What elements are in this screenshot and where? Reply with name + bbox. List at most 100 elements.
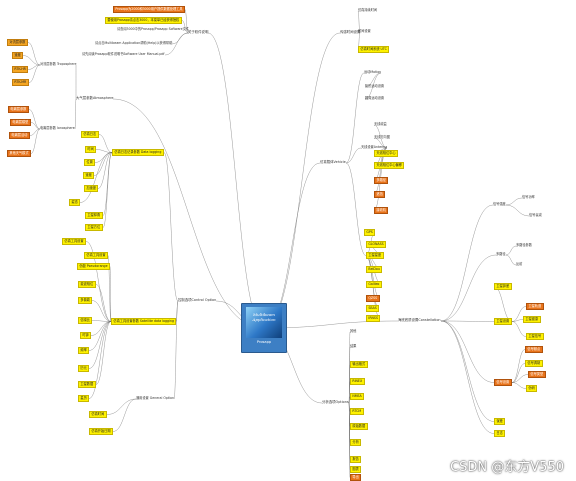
leaf-node[interactable]: 矩形运动设置 xyxy=(365,84,385,88)
leaf-node[interactable]: 信号功率 xyxy=(522,195,535,199)
leaf-node[interactable]: 卫星方位 xyxy=(85,224,103,231)
leaf-node[interactable]: 原始数据 xyxy=(350,423,368,430)
leaf-node[interactable]: 电离层参数 Ionosphere xyxy=(40,126,75,130)
leaf-node[interactable]: 其他天气模式 xyxy=(7,150,31,157)
leaf-node[interactable]: 天线方向图 xyxy=(374,135,390,139)
leaf-node[interactable]: 伪码 xyxy=(526,385,538,392)
leaf-node[interactable]: 仿真工具设置 xyxy=(84,252,108,259)
leaf-node[interactable]: 电离层模型 xyxy=(10,119,31,126)
leaf-node[interactable]: 要使用Prosapp请点击3000，本菜单已经获得授权 xyxy=(105,17,182,24)
leaf-node[interactable]: 信号调制 xyxy=(525,360,543,367)
leaf-node[interactable]: 天线增益 xyxy=(374,122,387,126)
leaf-node[interactable]: 卫星星座 xyxy=(366,252,384,259)
leaf-node[interactable]: 对流层参数 xyxy=(7,39,28,46)
leaf-node[interactable]: 时间设置 xyxy=(358,29,371,33)
leaf-node[interactable]: 星历 xyxy=(78,395,90,402)
leaf-node[interactable]: NMEA xyxy=(350,393,365,400)
leaf-node[interactable]: 其他 xyxy=(350,329,357,333)
leaf-node[interactable]: 对流层参数 Troposphere xyxy=(40,62,77,66)
leaf-node[interactable]: 仿真工具设置 xyxy=(62,238,86,245)
leaf-node[interactable]: 结果 xyxy=(350,344,357,348)
leaf-node[interactable]: 导出 xyxy=(350,474,362,481)
leaf-node[interactable]: RTK-HR xyxy=(12,66,29,73)
leaf-node[interactable]: 请点击Multibeam Application帮助(Help)以获得帮助 xyxy=(95,41,173,45)
leaf-node[interactable]: 反射 xyxy=(516,262,523,266)
leaf-node[interactable]: QZSS xyxy=(366,295,380,302)
leaf-node[interactable]: 遮挡 xyxy=(374,191,386,198)
leaf-node[interactable]: 仿真时间 xyxy=(89,411,107,418)
leaf-node[interactable]: 图表 xyxy=(350,466,362,473)
leaf-node[interactable]: 时间 xyxy=(85,146,97,153)
leaf-node[interactable]: 运动Motion xyxy=(364,70,382,74)
root-node[interactable]: Multibeam Application Prosapp xyxy=(241,303,287,353)
leaf-node[interactable]: IRNSS xyxy=(366,315,381,322)
leaf-node[interactable]: 仿真时间系统 UTC xyxy=(358,46,390,53)
leaf-node[interactable]: 卫星钟差 xyxy=(494,283,512,290)
leaf-node[interactable]: 载波相位 xyxy=(78,281,96,288)
leaf-node[interactable]: 信号类型 xyxy=(528,371,546,378)
leaf-node[interactable]: 信号衰减 xyxy=(529,213,542,217)
leaf-node[interactable]: 速度 xyxy=(83,172,95,179)
leaf-node[interactable]: 频率 xyxy=(78,347,90,354)
leaf-node[interactable]: GPS xyxy=(364,229,376,236)
leaf-node[interactable]: 多路径 xyxy=(496,252,506,256)
leaf-node[interactable]: 多普勒 xyxy=(78,297,93,304)
branch-node[interactable]: 仿真载体Vehicle xyxy=(320,160,346,164)
leaf-node[interactable]: 卫星健康 xyxy=(523,316,541,323)
leaf-node[interactable]: 速度 xyxy=(12,52,24,59)
connector xyxy=(28,109,41,130)
leaf-node[interactable]: 仿真开始日期 xyxy=(89,428,113,435)
branch-node[interactable]: 大气层参数Atmosphere xyxy=(76,96,114,100)
leaf-node[interactable]: 误差 xyxy=(494,418,506,425)
leaf-node[interactable]: 仿真日志 xyxy=(81,131,99,138)
leaf-node[interactable]: 电离层参数 xyxy=(8,106,29,113)
leaf-node[interactable]: 接收机 xyxy=(374,207,389,214)
leaf-node[interactable]: 通用设置 General Option xyxy=(136,396,174,400)
leaf-node[interactable]: 多路径 xyxy=(374,177,389,184)
leaf-node[interactable]: 请查阅3000中的Prosapp/Prosapp Software文件 xyxy=(117,27,189,31)
leaf-node[interactable]: 电离层活动 xyxy=(9,132,30,139)
leaf-node[interactable]: 天线设置Antenna xyxy=(361,145,388,149)
leaf-node[interactable]: 请先阅读Prosapp软件说明书Software User Manual.pdf xyxy=(82,52,165,56)
leaf-node[interactable]: 位置 xyxy=(84,159,96,166)
leaf-node[interactable]: 仿真工具设置参数 Satellite data logging xyxy=(111,318,177,325)
leaf-node[interactable]: 输出格式 xyxy=(350,361,368,368)
leaf-node[interactable]: 卫星信号 xyxy=(526,333,544,340)
leaf-node[interactable]: Prosapp为2000和3000用户提供数据处理工具 xyxy=(113,6,185,13)
leaf-node[interactable]: RINEX xyxy=(350,378,365,385)
leaf-node[interactable]: 卫星数据 xyxy=(78,381,96,388)
leaf-node[interactable]: 天线相位中心 xyxy=(374,150,398,157)
leaf-node[interactable]: 时钟 xyxy=(80,332,92,339)
leaf-node[interactable]: 信号强度 xyxy=(493,202,506,206)
leaf-node[interactable]: 圆周运动设置 xyxy=(365,96,385,100)
leaf-node[interactable]: 分析 xyxy=(350,439,362,446)
branch-node[interactable]: 关于软件说明 xyxy=(188,30,209,34)
leaf-node[interactable]: 历元 xyxy=(78,365,90,372)
leaf-node[interactable]: 报告 xyxy=(350,456,362,463)
leaf-node[interactable]: 信号设置 xyxy=(494,379,512,386)
leaf-node[interactable]: SBAS xyxy=(366,305,380,312)
branch-node[interactable]: 控制选项Control Option xyxy=(178,298,217,302)
leaf-node[interactable]: 伪距 Pseudorange xyxy=(77,263,110,270)
leaf-node[interactable]: BeiDou xyxy=(366,266,383,273)
leaf-node[interactable]: 卫星仰角 xyxy=(85,212,103,219)
leaf-node[interactable]: 信号频点 xyxy=(525,346,543,353)
leaf-node[interactable]: 卫星轨道 xyxy=(526,303,544,310)
branch-node[interactable]: 分析选项Options xyxy=(322,400,349,404)
leaf-node[interactable]: 卫星设置 xyxy=(494,318,512,325)
leaf-node[interactable]: 姿态 xyxy=(69,199,81,206)
leaf-node[interactable]: 仿真日志记录参数 Data logging xyxy=(112,149,164,156)
leaf-node[interactable]: 信噪比 xyxy=(78,317,93,324)
leaf-node[interactable]: RTK-MR xyxy=(12,79,29,86)
leaf-node[interactable]: GLONASS xyxy=(366,241,387,248)
connector xyxy=(95,284,112,322)
leaf-node[interactable]: 天线相位中心偏移 xyxy=(374,162,405,169)
branch-node[interactable]: 海底底质设置Constellation xyxy=(398,318,441,322)
leaf-node[interactable]: 仿真持续时间 xyxy=(358,8,378,12)
leaf-node[interactable]: 加速度 xyxy=(84,185,99,192)
leaf-node[interactable]: 日志 xyxy=(494,430,506,437)
branch-node[interactable]: 传感时间设置 xyxy=(340,30,361,34)
leaf-node[interactable]: 多路径参数 xyxy=(516,243,532,247)
leaf-node[interactable]: RTCM xyxy=(350,408,364,415)
leaf-node[interactable]: Galileo xyxy=(366,281,382,288)
